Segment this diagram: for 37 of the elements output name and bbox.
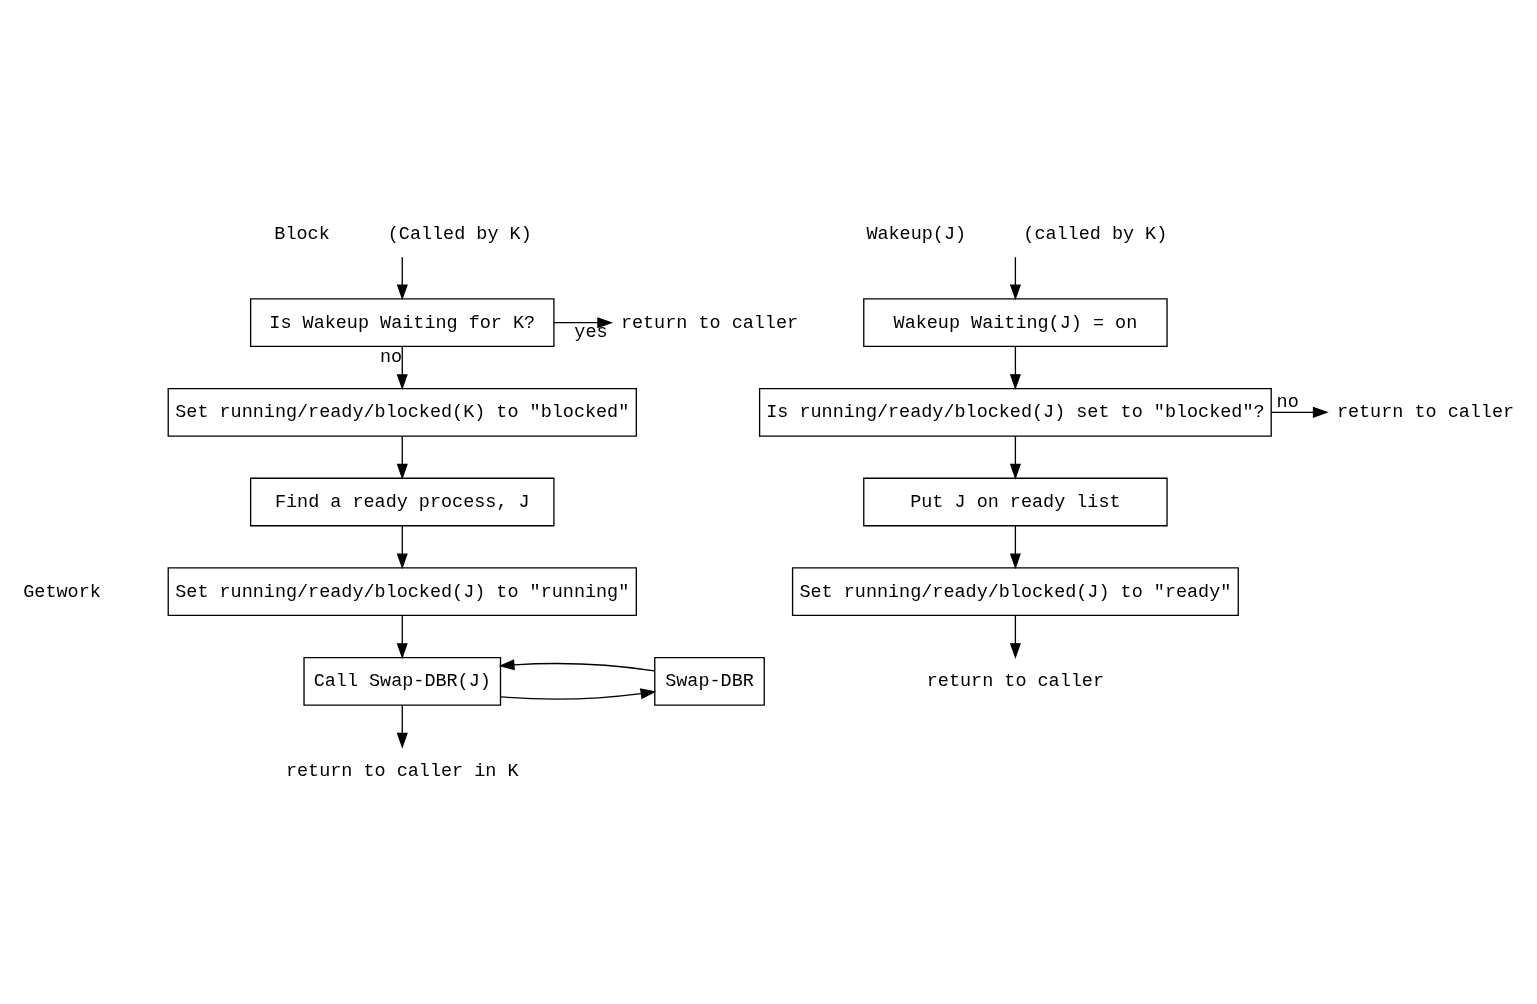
node-box: Is Wakeup Waiting for K? bbox=[249, 298, 555, 348]
node-text: return to caller in K bbox=[285, 760, 519, 782]
edge-label: no bbox=[379, 347, 403, 369]
arrow bbox=[396, 256, 408, 301]
label: Getwork bbox=[23, 581, 101, 603]
node-text: return to caller bbox=[926, 671, 1104, 693]
arrow bbox=[396, 346, 408, 390]
arrow bbox=[1009, 256, 1021, 301]
node-text: return to caller bbox=[620, 312, 799, 334]
node-box: Find a ready process, J bbox=[249, 477, 555, 527]
node-box: Is running/ready/blocked(J) set to "blocked"? bbox=[758, 387, 1272, 437]
arrow bbox=[1009, 346, 1021, 390]
arrow bbox=[1270, 406, 1329, 418]
arrow bbox=[396, 435, 408, 480]
node-box: Wakeup Waiting(J) = on bbox=[863, 298, 1168, 348]
edge-label: yes bbox=[574, 322, 608, 344]
edge-label: no bbox=[1276, 392, 1299, 414]
arrow bbox=[396, 525, 408, 570]
node-label: (called by K) bbox=[1023, 223, 1168, 245]
arrow bbox=[500, 688, 657, 700]
node-box: Set running/ready/blocked(J) to "running" bbox=[167, 567, 637, 617]
node-text: Block bbox=[274, 223, 330, 245]
node-text: Wakeup(J) bbox=[866, 223, 967, 245]
arrow bbox=[553, 317, 614, 329]
node-text: return to caller bbox=[1336, 402, 1515, 424]
node-box: Put J on ready list bbox=[863, 477, 1168, 527]
node-box: Set running/ready/blocked(J) to "ready" bbox=[791, 567, 1239, 617]
arrow bbox=[498, 659, 656, 672]
arrow bbox=[1009, 435, 1021, 480]
node-box: Swap-DBR bbox=[654, 656, 765, 706]
arrow bbox=[1009, 615, 1021, 659]
arrow bbox=[1009, 525, 1021, 570]
node-box: Call Swap-DBR(J) bbox=[303, 656, 502, 706]
arrow bbox=[396, 704, 408, 749]
arrow bbox=[396, 615, 408, 659]
node-label: (Called by K) bbox=[387, 223, 532, 245]
node-box: Set running/ready/blocked(K) to "blocked" bbox=[167, 387, 637, 437]
